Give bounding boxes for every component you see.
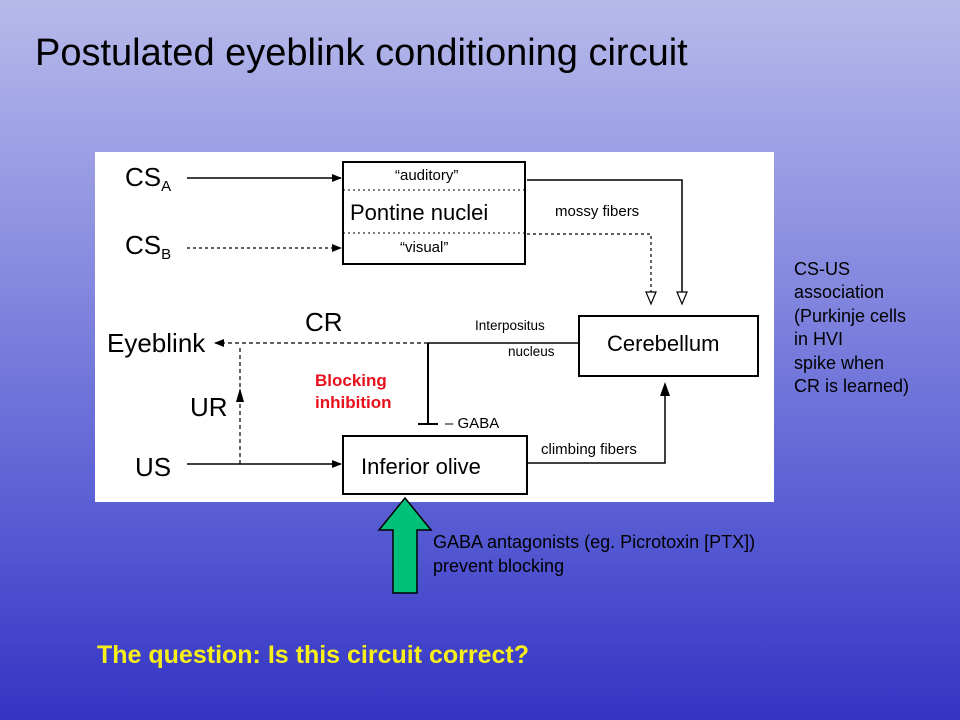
cs-us-association-note: CS-US association (Purkinje cells in HVI… (794, 259, 910, 396)
nucleus-label: nucleus (508, 344, 555, 359)
mossy-fibers-label: mossy fibers (555, 203, 640, 220)
blocking-inhibition-label: Blocking inhibition (315, 371, 392, 413)
cr-label: CR (305, 307, 343, 337)
climbing-fiber-line (527, 392, 666, 464)
inferior-olive-label: Inferior olive (361, 454, 481, 479)
mossy-fiber-terminal-solid (676, 291, 688, 306)
visual-label: “visual” (400, 239, 449, 256)
slide-title: Postulated eyeblink conditioning circuit (35, 32, 688, 74)
climbing-fiber-arrowhead (660, 382, 670, 396)
question-text: The question: Is this circuit correct? (97, 641, 530, 669)
up-arrow-icon (377, 496, 433, 594)
ur-label: UR (190, 392, 228, 422)
inferior-olive-box (342, 435, 528, 495)
mossy-fiber-terminal-dashed (645, 291, 657, 306)
cerebellum-box (578, 315, 759, 377)
interpositus-label: Interpositus (475, 318, 545, 333)
us-label: US (135, 452, 172, 482)
auditory-label: “auditory” (395, 167, 459, 184)
climbing-fibers-label: climbing fibers (541, 441, 637, 458)
pontine-nuclei-label: Pontine nuclei (350, 200, 489, 225)
gaba-antagonists-note: GABA antagonists (eg. Picrotoxin [PTX]) … (433, 532, 756, 577)
eyeblink-label: Eyeblink (107, 328, 206, 358)
mossy-fiber-solid (527, 179, 683, 292)
circuit-diagram: CSA CSB “auditory” Pontine nuclei “visua… (95, 152, 774, 502)
cerebellum-label: Cerebellum (607, 331, 720, 356)
ur-arrowhead (236, 388, 244, 402)
diagram-lines (187, 161, 759, 495)
pontine-box (342, 161, 526, 265)
cs-b-label: CSB (125, 230, 172, 263)
cs-a-label: CSA (125, 162, 172, 195)
mossy-fiber-dashed (527, 233, 652, 292)
gaba-label: – GABA (445, 415, 500, 432)
